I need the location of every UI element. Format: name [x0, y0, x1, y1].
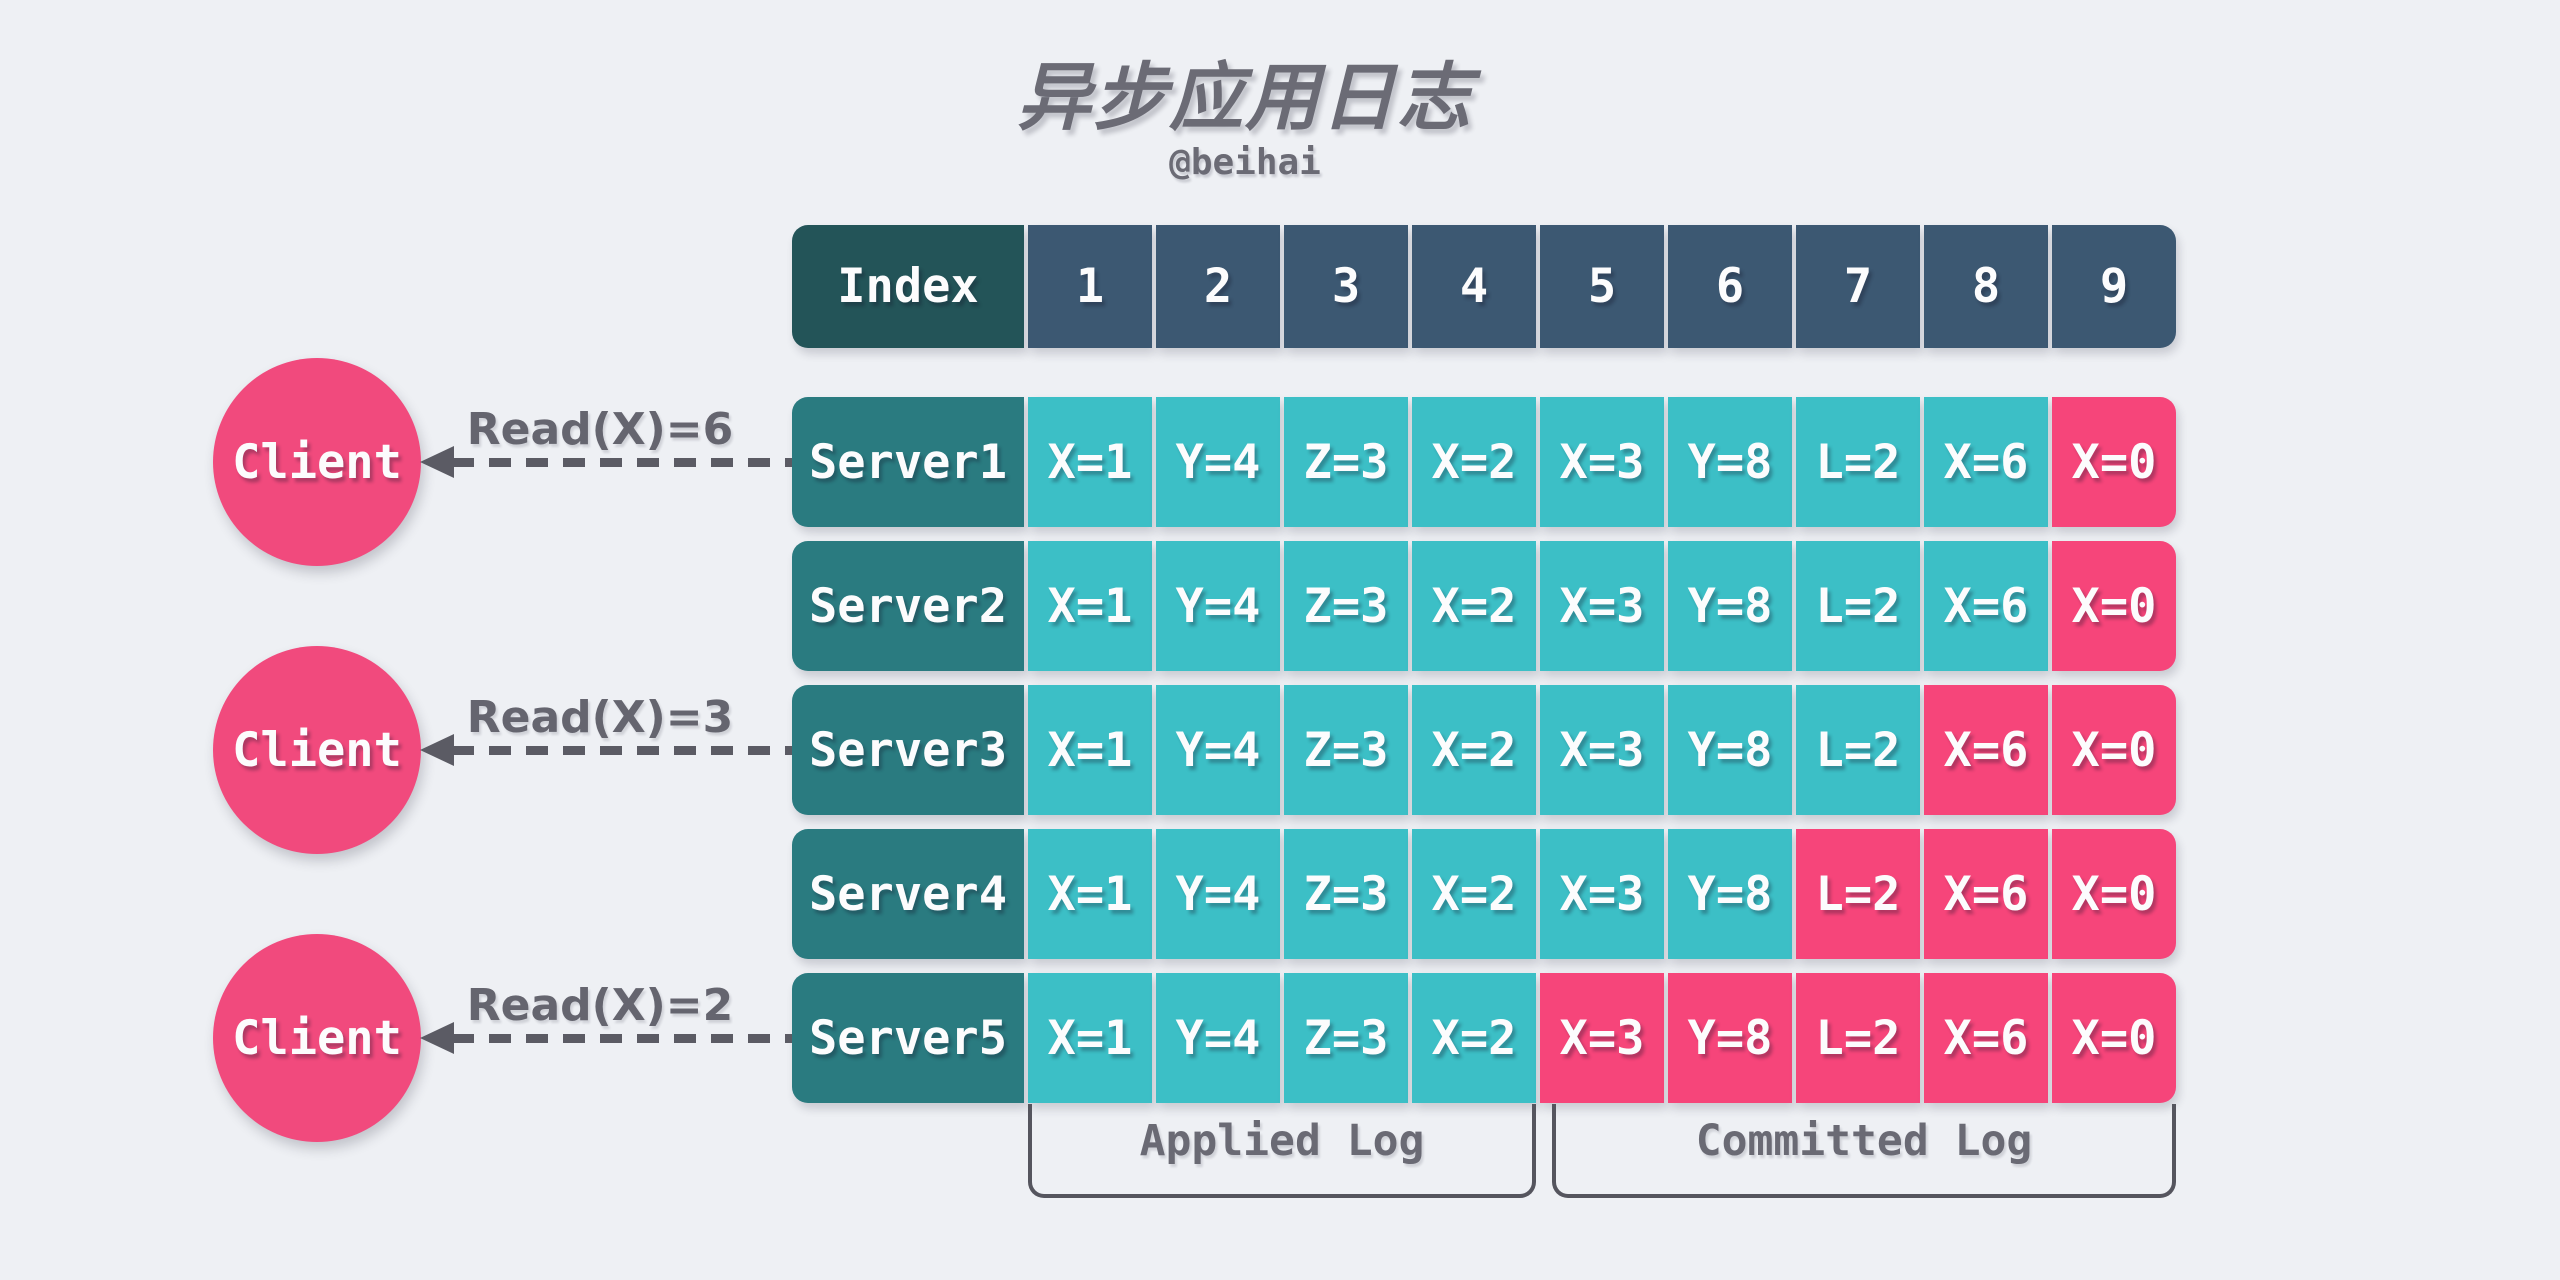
applied-log-entry-cell: L=2 [1796, 397, 1920, 527]
index-cell: 5 [1540, 225, 1664, 348]
index-header-cell: Index [792, 225, 1024, 348]
applied-log-bracket: Applied Log [1028, 1104, 1536, 1198]
applied-log-entry-cell: Y=4 [1156, 541, 1280, 671]
server-label-cell: Server1 [792, 397, 1024, 527]
applied-log-entry-cell: X=2 [1412, 685, 1536, 815]
index-cell: 7 [1796, 225, 1920, 348]
committed-log-entry-cell: X=0 [2052, 685, 2176, 815]
index-cell: 3 [1284, 225, 1408, 348]
applied-log-entry-cell: L=2 [1796, 685, 1920, 815]
applied-log-entry-cell: Y=8 [1668, 541, 1792, 671]
index-cell: 9 [2052, 225, 2176, 348]
client-circle: Client [213, 646, 421, 854]
applied-log-entry-cell: X=3 [1540, 541, 1664, 671]
applied-log-label: Applied Log [1139, 1116, 1425, 1166]
server-label-cell: Server4 [792, 829, 1024, 959]
committed-log-bracket: Committed Log [1552, 1104, 2176, 1198]
client-circle: Client [213, 934, 421, 1142]
committed-log-entry-cell: X=6 [1924, 973, 2048, 1103]
applied-log-entry-cell: X=2 [1412, 973, 1536, 1103]
applied-log-entry-cell: Y=4 [1156, 829, 1280, 959]
applied-log-entry-cell: X=6 [1924, 397, 2048, 527]
applied-log-entry-cell: X=3 [1540, 685, 1664, 815]
read-result-label: Read(X)=3 [466, 692, 734, 743]
client-circle: Client [213, 358, 421, 566]
applied-log-entry-cell: X=1 [1028, 973, 1152, 1103]
dashed-arrow-line [452, 1034, 792, 1043]
committed-log-entry-cell: X=0 [2052, 541, 2176, 671]
server-label-cell: Server3 [792, 685, 1024, 815]
applied-log-entry-cell: X=1 [1028, 541, 1152, 671]
applied-log-entry-cell: Y=8 [1668, 829, 1792, 959]
page-title: 异步应用日志 [1017, 55, 1473, 141]
applied-log-entry-cell: X=6 [1924, 541, 2048, 671]
applied-log-entry-cell: Y=8 [1668, 397, 1792, 527]
applied-log-entry-cell: Z=3 [1284, 541, 1408, 671]
applied-log-entry-cell: X=1 [1028, 397, 1152, 527]
applied-log-entry-cell: Z=3 [1284, 397, 1408, 527]
applied-log-entry-cell: X=2 [1412, 541, 1536, 671]
read-result-label: Read(X)=2 [466, 980, 734, 1031]
committed-log-entry-cell: X=6 [1924, 685, 2048, 815]
applied-log-entry-cell: Z=3 [1284, 973, 1408, 1103]
applied-log-entry-cell: X=3 [1540, 397, 1664, 527]
applied-log-entry-cell: Y=8 [1668, 685, 1792, 815]
server-label-cell: Server5 [792, 973, 1024, 1103]
committed-log-label: Committed Log [1695, 1116, 2033, 1166]
committed-log-entry-cell: X=0 [2052, 397, 2176, 527]
applied-log-entry-cell: X=2 [1412, 829, 1536, 959]
dashed-arrow-line [452, 746, 792, 755]
applied-log-entry-cell: Y=4 [1156, 973, 1280, 1103]
committed-log-entry-cell: X=0 [2052, 829, 2176, 959]
committed-log-entry-cell: Y=8 [1668, 973, 1792, 1103]
committed-log-entry-cell: X=3 [1540, 973, 1664, 1103]
applied-log-entry-cell: Y=4 [1156, 397, 1280, 527]
index-cell: 1 [1028, 225, 1152, 348]
author-credit: @beihai [1169, 142, 1321, 183]
applied-log-entry-cell: X=1 [1028, 829, 1152, 959]
dashed-arrow-line [452, 458, 792, 467]
committed-log-entry-cell: L=2 [1796, 973, 1920, 1103]
applied-log-entry-cell: Z=3 [1284, 685, 1408, 815]
committed-log-entry-cell: X=0 [2052, 973, 2176, 1103]
applied-log-entry-cell: X=3 [1540, 829, 1664, 959]
applied-log-entry-cell: Z=3 [1284, 829, 1408, 959]
index-cell: 6 [1668, 225, 1792, 348]
committed-log-entry-cell: L=2 [1796, 829, 1920, 959]
index-cell: 4 [1412, 225, 1536, 348]
arrowhead-icon [420, 446, 454, 478]
applied-log-entry-cell: X=2 [1412, 397, 1536, 527]
applied-log-entry-cell: X=1 [1028, 685, 1152, 815]
applied-log-entry-cell: Y=4 [1156, 685, 1280, 815]
committed-log-entry-cell: X=6 [1924, 829, 2048, 959]
index-cell: 8 [1924, 225, 2048, 348]
index-cell: 2 [1156, 225, 1280, 348]
read-result-label: Read(X)=6 [466, 404, 734, 455]
applied-log-entry-cell: L=2 [1796, 541, 1920, 671]
arrowhead-icon [420, 734, 454, 766]
arrowhead-icon [420, 1022, 454, 1054]
server-label-cell: Server2 [792, 541, 1024, 671]
